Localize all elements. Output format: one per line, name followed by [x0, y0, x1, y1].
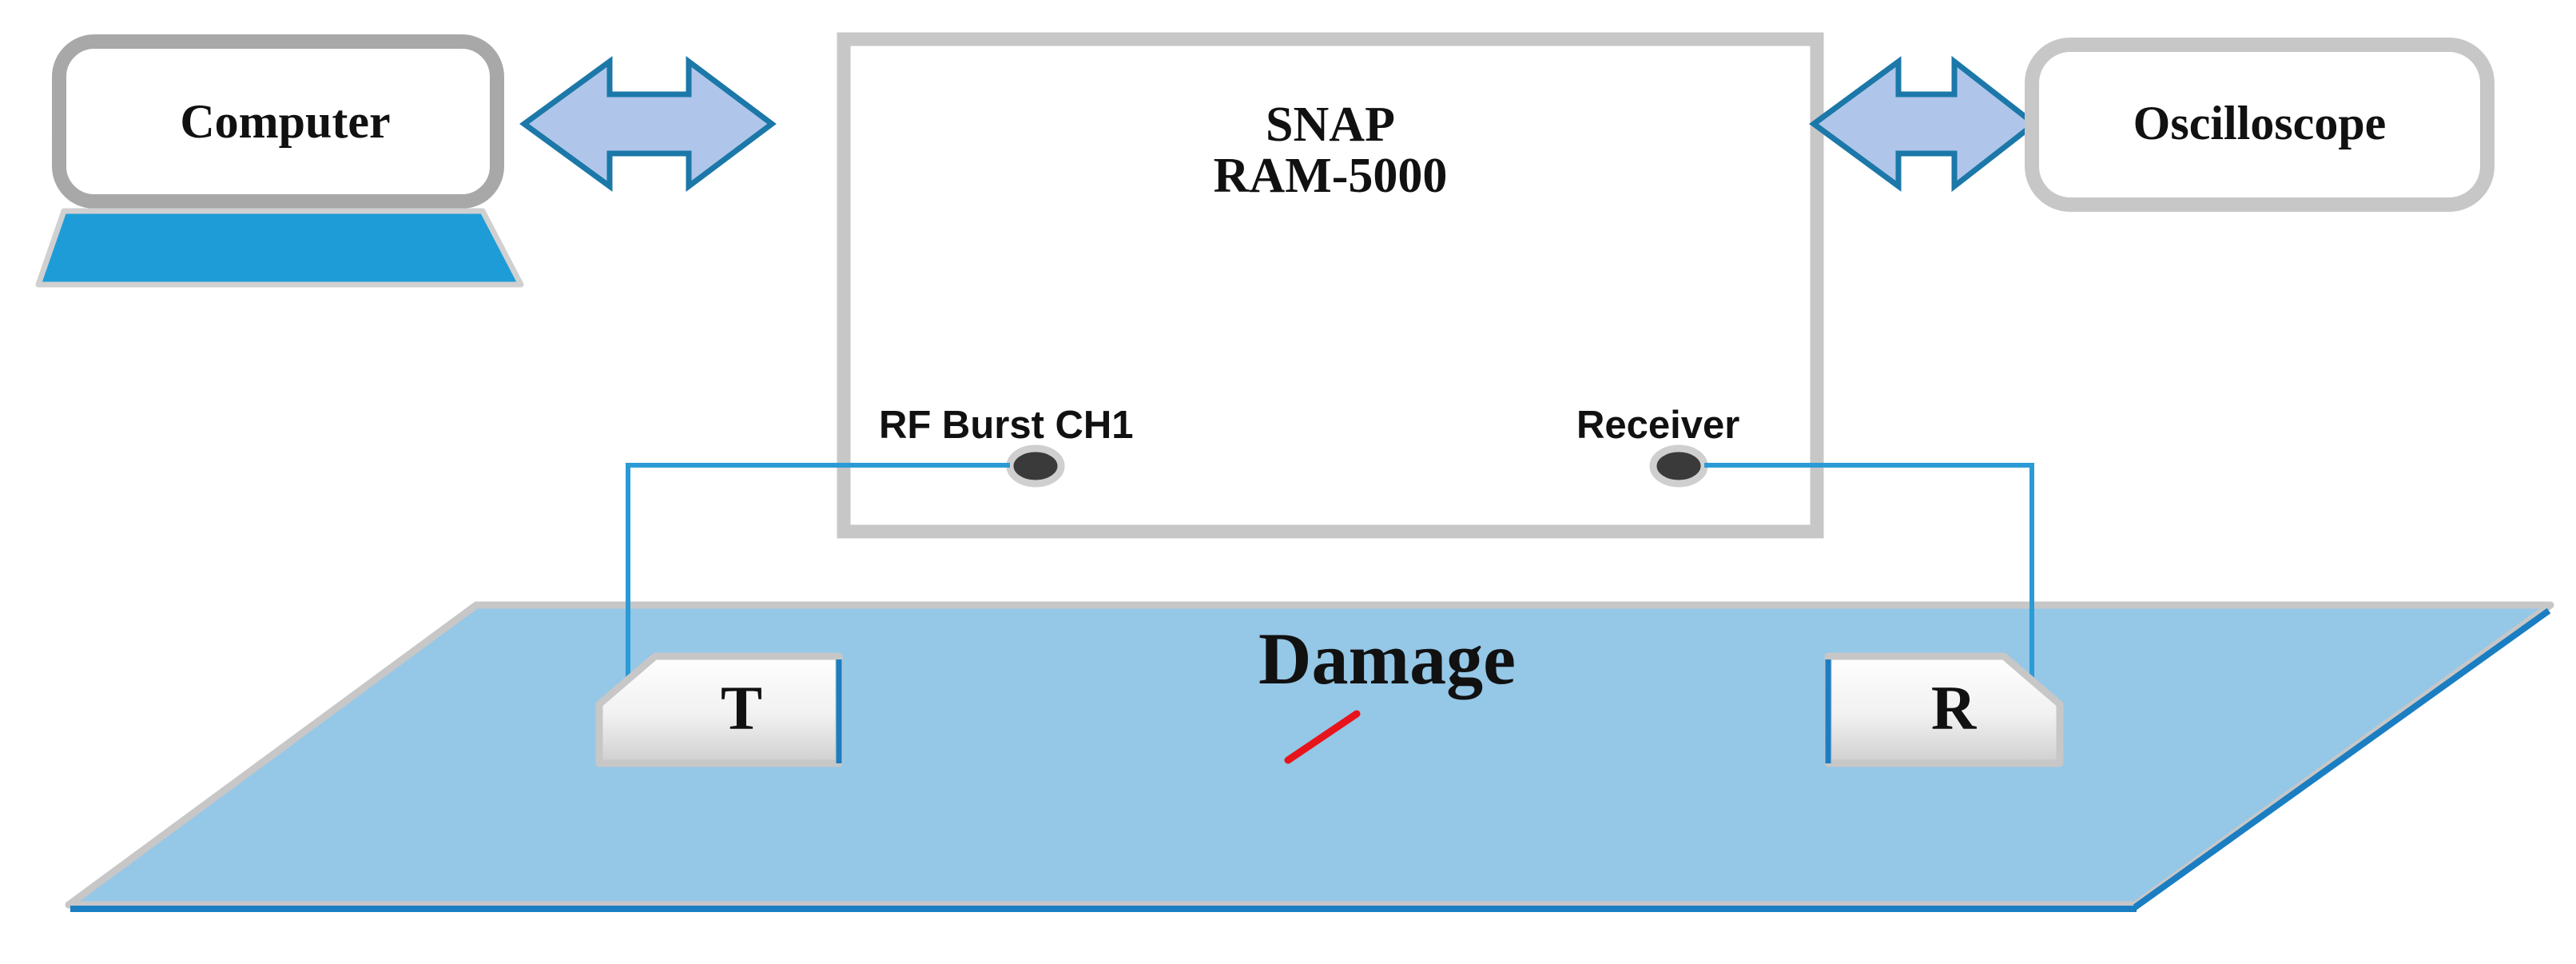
- oscilloscope-label: Oscilloscope: [2133, 97, 2387, 149]
- receiver-transducer: R: [1824, 652, 2064, 767]
- transmitter-transducer: T: [595, 652, 843, 767]
- rf-burst-port-label: RF Burst CH1: [879, 404, 1134, 447]
- oscilloscope: Oscilloscope: [2025, 38, 2495, 212]
- computer-label: Computer: [180, 95, 390, 148]
- snap-title: SNAP: [1266, 98, 1395, 152]
- snap-box: [837, 32, 1824, 539]
- transmitter-label: T: [721, 673, 762, 743]
- snap-model: RAM-5000: [1214, 149, 1448, 203]
- snap-oscilloscope-double-arrow: [1809, 55, 2039, 193]
- oscilloscope-box: [2025, 38, 2495, 212]
- plate-side-edge: [2133, 607, 2551, 910]
- transmit-wire: [626, 463, 1010, 682]
- receive-wire: [1704, 463, 2034, 686]
- laptop-screen: [52, 34, 504, 209]
- transmitter-body: [595, 652, 843, 767]
- computer: Computer: [35, 34, 524, 288]
- laptop-keyboard-base: [35, 208, 524, 288]
- damage-label: Damage: [1258, 618, 1516, 699]
- receiver-label: R: [1931, 673, 1978, 743]
- receiver-port-label: Receiver: [1576, 404, 1739, 447]
- snap-ram5000-unit: SNAP RAM-5000 RF Burst CH1 Receiver: [837, 32, 1824, 539]
- receiver-port-connector: [1649, 444, 1708, 488]
- rf-burst-port-connector: [1006, 444, 1065, 488]
- computer-snap-double-arrow: [519, 56, 777, 192]
- damage-crack-mark: [1284, 710, 1361, 764]
